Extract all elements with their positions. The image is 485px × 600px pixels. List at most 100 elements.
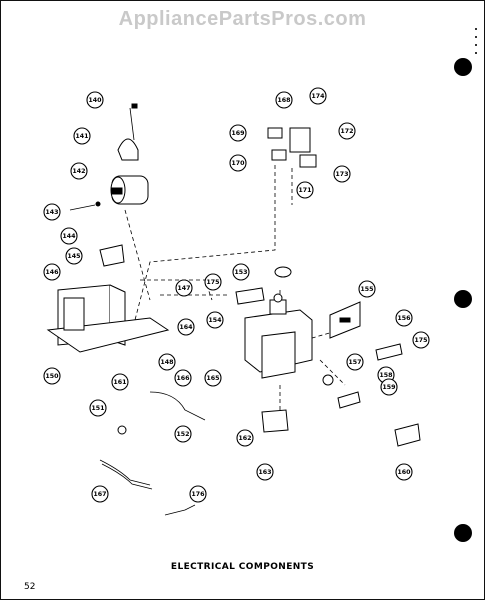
bleeder-145	[99, 244, 125, 267]
callout-label: 171	[298, 187, 311, 194]
fan-cover-162	[261, 409, 289, 433]
callout-176: 176	[189, 485, 207, 503]
wire-harness-152	[149, 391, 206, 421]
callout-label: 145	[67, 253, 80, 260]
magnetron-154	[244, 293, 313, 379]
callout-label: 175	[206, 279, 219, 286]
transformer-146	[46, 284, 170, 353]
wire-167	[99, 459, 153, 490]
callout-167: 167	[91, 485, 109, 503]
callout-151: 151	[89, 399, 107, 417]
callout-label: 142	[72, 168, 85, 175]
callout-label: 169	[231, 130, 244, 137]
callout-175a: 175	[204, 273, 222, 291]
callout-162: 162	[236, 429, 254, 447]
switch-160	[394, 423, 421, 447]
gasket-153	[274, 266, 292, 278]
callout-164: 164	[177, 318, 195, 336]
callout-label: 152	[176, 431, 189, 438]
callout-label: 160	[397, 469, 411, 476]
page-number: 52	[24, 582, 36, 592]
callout-169: 169	[229, 124, 247, 142]
binder-hole-bottom	[454, 524, 472, 542]
callout-label: 161	[113, 379, 126, 386]
callout-label: 157	[348, 359, 361, 366]
callout-label: 141	[75, 133, 88, 140]
callout-label: 174	[311, 93, 325, 100]
callout-label: 159	[382, 384, 395, 391]
callout-label: 155	[360, 286, 373, 293]
callout-layer: 140 141 142 143 144 145 146 147 148 150 151 152 153 1…	[43, 87, 430, 503]
callout-163: 163	[256, 463, 274, 481]
callout-147: 147	[175, 279, 193, 297]
fuse-holder-158	[337, 391, 361, 409]
callout-label: 150	[45, 373, 59, 380]
callout-171: 171	[296, 181, 314, 199]
callout-157: 157	[346, 353, 364, 371]
callout-label: 148	[160, 359, 173, 366]
callout-label: 170	[231, 160, 245, 167]
assembly-dashed-lines	[124, 165, 346, 410]
callout-154: 154	[206, 311, 224, 329]
site-watermark: AppliancePartsPros.com	[118, 8, 367, 30]
callout-label: 144	[62, 233, 76, 240]
callout-label: 172	[340, 128, 353, 135]
callout-label: 151	[91, 405, 104, 412]
screw-140	[129, 103, 138, 141]
callout-160: 160	[395, 463, 413, 481]
callout-label: 164	[179, 324, 193, 331]
clip-143	[69, 201, 101, 211]
callout-label: 156	[397, 315, 411, 322]
callout-label: 140	[88, 97, 102, 104]
callout-174: 174	[309, 87, 327, 105]
callout-155: 155	[358, 280, 376, 298]
callout-label: 166	[176, 375, 190, 382]
callout-148: 148	[158, 353, 176, 371]
callout-label: 163	[258, 469, 271, 476]
margin-dots	[473, 22, 479, 62]
callout-label: 173	[335, 171, 348, 178]
binder-hole-top	[454, 58, 472, 76]
callout-label: 176	[191, 491, 205, 498]
connector-176	[164, 504, 196, 516]
callout-145: 145	[65, 247, 83, 265]
thermal-cover-155	[329, 301, 361, 339]
callout-label: 154	[208, 317, 222, 324]
callout-label: 153	[234, 269, 247, 276]
figure-caption: ELECTRICAL COMPONENTS	[170, 562, 315, 572]
callout-146: 146	[43, 263, 61, 281]
terminal-157	[322, 374, 334, 386]
callout-141: 141	[73, 127, 91, 145]
callout-label: 147	[177, 285, 190, 292]
callout-140: 140	[86, 91, 104, 109]
callout-166: 166	[174, 369, 192, 387]
callout-168: 168	[275, 91, 293, 109]
callout-156: 156	[395, 309, 413, 327]
callout-150: 150	[43, 367, 61, 385]
callout-label: 158	[379, 372, 392, 379]
callout-label: 162	[238, 435, 251, 442]
callout-153: 153	[232, 263, 250, 281]
callout-175b: 175	[412, 331, 430, 349]
thermal-175-top	[235, 287, 265, 305]
relay-group-168-174	[267, 127, 317, 168]
callout-label: 165	[206, 375, 219, 382]
callout-172: 172	[338, 122, 356, 140]
callout-142: 142	[70, 162, 88, 180]
callout-173: 173	[333, 165, 351, 183]
grommet-151	[117, 425, 127, 435]
callout-144: 144	[60, 227, 78, 245]
callout-152: 152	[174, 425, 192, 443]
callout-159: 159	[380, 378, 398, 396]
thermal-175-right	[375, 343, 403, 361]
binder-hole-middle	[454, 290, 472, 308]
callout-143: 143	[43, 203, 61, 221]
bracket-141	[117, 138, 139, 161]
capacitor-142	[110, 175, 149, 205]
callout-161: 161	[111, 373, 129, 391]
callout-label: 168	[277, 97, 290, 104]
callout-label: 143	[45, 209, 58, 216]
callout-165: 165	[204, 369, 222, 387]
callout-label: 146	[45, 269, 59, 276]
